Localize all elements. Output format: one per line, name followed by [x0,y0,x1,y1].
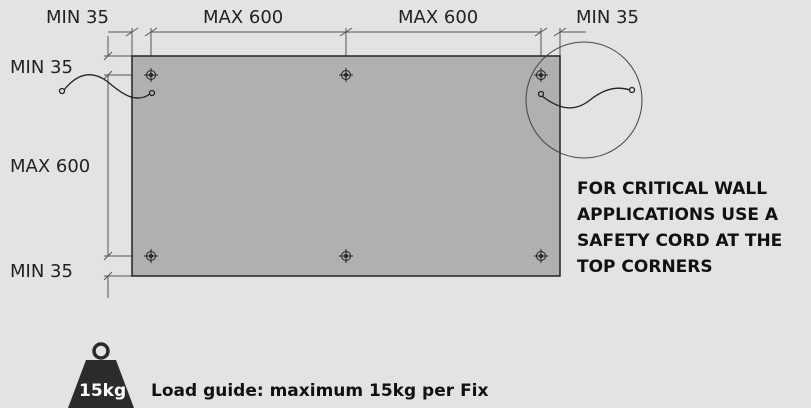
top-dimension-line [108,27,586,37]
fixing-points [144,68,548,263]
detail-highlight-circle [525,41,643,159]
dim-top-right-min: MIN 35 [576,7,639,28]
dim-top-max-2: MAX 600 [398,7,478,28]
safety-note-line-3: SAFETY CORD AT THE [577,231,782,251]
left-dimension-line [103,36,113,298]
safety-note-line-4: TOP CORNERS [577,257,713,277]
weight-icon: 15kg [68,342,134,408]
safety-note-line-1: FOR CRITICAL WALL [577,179,767,199]
safety-cord-right [537,86,636,109]
dim-top-left-min: MIN 35 [46,7,109,28]
dim-left-max: MAX 600 [10,156,90,177]
dim-left-top-min: MIN 35 [10,57,73,78]
fixing-point-bottom-middle [339,249,353,263]
fixing-point-bottom-left [144,249,158,263]
load-guide-text: Load guide: maximum 15kg per Fix [151,381,489,401]
fixing-point-bottom-right [534,249,548,263]
fixing-point-top-right [534,68,548,82]
weight-icon-label: 15kg [79,381,126,401]
fixing-point-top-middle [339,68,353,82]
fixing-point-top-left [144,68,158,82]
dim-top-max-1: MAX 600 [203,7,283,28]
wall-panel [131,55,561,277]
safety-note: FOR CRITICAL WALL APPLICATIONS USE A SAF… [577,179,782,277]
dim-left-bottom-min: MIN 35 [10,261,73,282]
safety-note-line-2: APPLICATIONS USE A [577,205,779,225]
safety-cord-left [58,74,156,99]
